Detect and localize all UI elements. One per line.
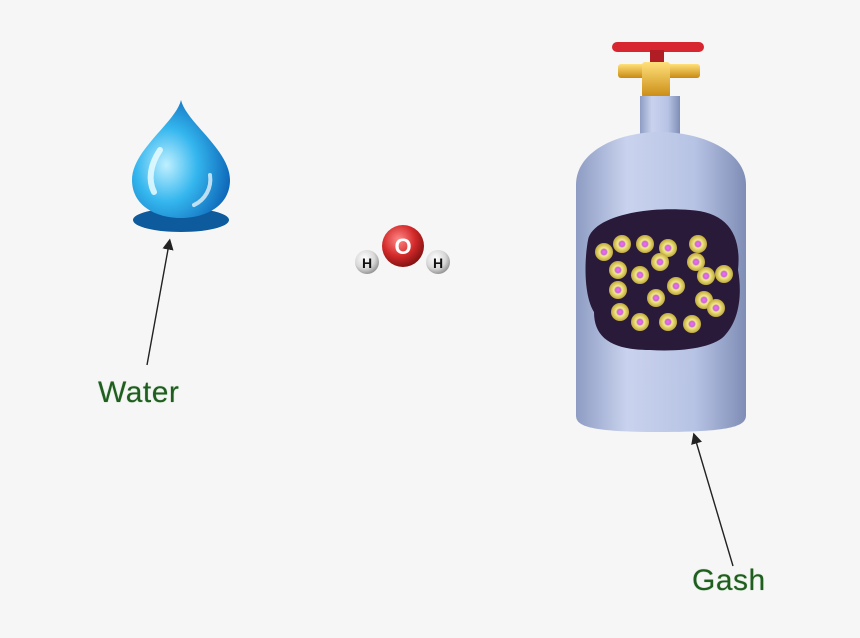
hydrogen-right-label: H <box>433 255 443 271</box>
water-pointer-arrow <box>146 238 174 366</box>
gas-pointer-arrow <box>691 432 734 567</box>
oxygen-atom-label: O <box>394 234 411 259</box>
gas-particles <box>595 235 733 333</box>
water-label: Water <box>98 376 180 409</box>
water-drop-icon <box>132 100 230 232</box>
gas-label: Gash <box>692 564 766 597</box>
hydrogen-left-label: H <box>362 255 372 271</box>
gas-cylinder-icon <box>576 42 746 432</box>
water-molecule-icon: O H H <box>355 225 450 274</box>
